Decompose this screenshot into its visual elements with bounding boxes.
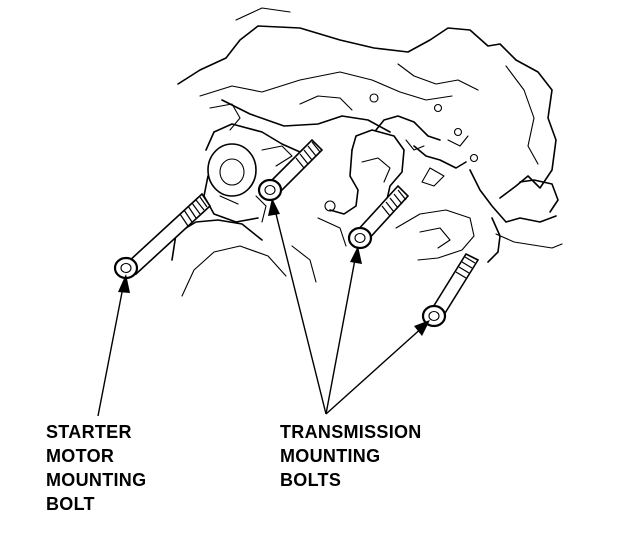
- transmission-bolts-label: TRANSMISSION MOUNTING BOLTS: [280, 420, 422, 492]
- engine-block-outline: [177, 7, 557, 199]
- label-line: MOTOR: [46, 446, 115, 466]
- bolt-thread: [455, 256, 476, 279]
- starter-bolt-leader-arrow: [97, 274, 130, 417]
- label-line: BOLT: [46, 494, 95, 514]
- label-line: TRANSMISSION: [280, 422, 422, 442]
- bolt-thread: [295, 141, 321, 169]
- starter-motor-bolt-label: STARTER MOTOR MOUNTING BOLT: [46, 420, 146, 516]
- label-line: BOLTS: [280, 470, 342, 490]
- label-line: MOUNTING: [46, 470, 147, 490]
- starter-motor-mounting-bolt: [113, 192, 212, 280]
- mounting-bracket: [324, 115, 479, 215]
- starter-motor-housing: [203, 123, 301, 223]
- label-line: MOUNTING: [280, 446, 381, 466]
- transmission-bolt-leader-arrows: [268, 198, 430, 415]
- transmission-housing: [395, 169, 563, 263]
- oil-pan-outline: [171, 217, 347, 297]
- label-line: STARTER: [46, 422, 132, 442]
- transmission-mounting-bolt-lower: [421, 252, 480, 328]
- bolt-thread: [381, 189, 407, 217]
- transmission-mounting-bolt-upper: [257, 138, 324, 202]
- transmission-mounting-bolt-middle: [347, 184, 410, 250]
- bolt-thread: [179, 196, 208, 227]
